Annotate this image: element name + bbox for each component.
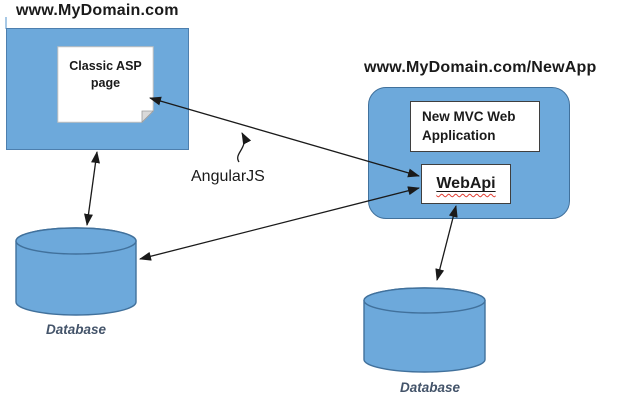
left-site-title: www.MyDomain.com (16, 2, 179, 19)
cursor-tick (5, 17, 7, 29)
webapi-label: WebApi (436, 175, 496, 192)
arrow-leftsite-leftdb (84, 151, 100, 226)
right-database-cylinder (363, 287, 486, 373)
right-site-title: www.MyDomain.com/NewApp (364, 59, 597, 76)
left-database-label: Database (45, 322, 107, 337)
right-database-label: Database (399, 380, 461, 395)
webapi-spellcheck-underline: WebApi (436, 175, 495, 193)
classic-asp-page-label: Classic ASP page (57, 58, 154, 92)
classic-asp-page-shape (57, 46, 154, 123)
page-fold-corner (141, 110, 154, 123)
left-database-cylinder (15, 227, 137, 316)
right-database-top (363, 287, 486, 314)
classic-asp-line2: page (90, 76, 121, 90)
angularjs-callout-arrow (237, 132, 252, 163)
classic-asp-line1: Classic ASP (69, 59, 142, 73)
mvc-app-line1: New MVC Web (422, 109, 516, 124)
angularjs-label: AngularJS (191, 168, 265, 185)
left-database-top (15, 227, 137, 255)
webapi-box: WebApi (421, 164, 511, 204)
mvc-app-box: New MVC Web Application (410, 101, 540, 152)
mvc-app-line2: Application (422, 128, 496, 143)
